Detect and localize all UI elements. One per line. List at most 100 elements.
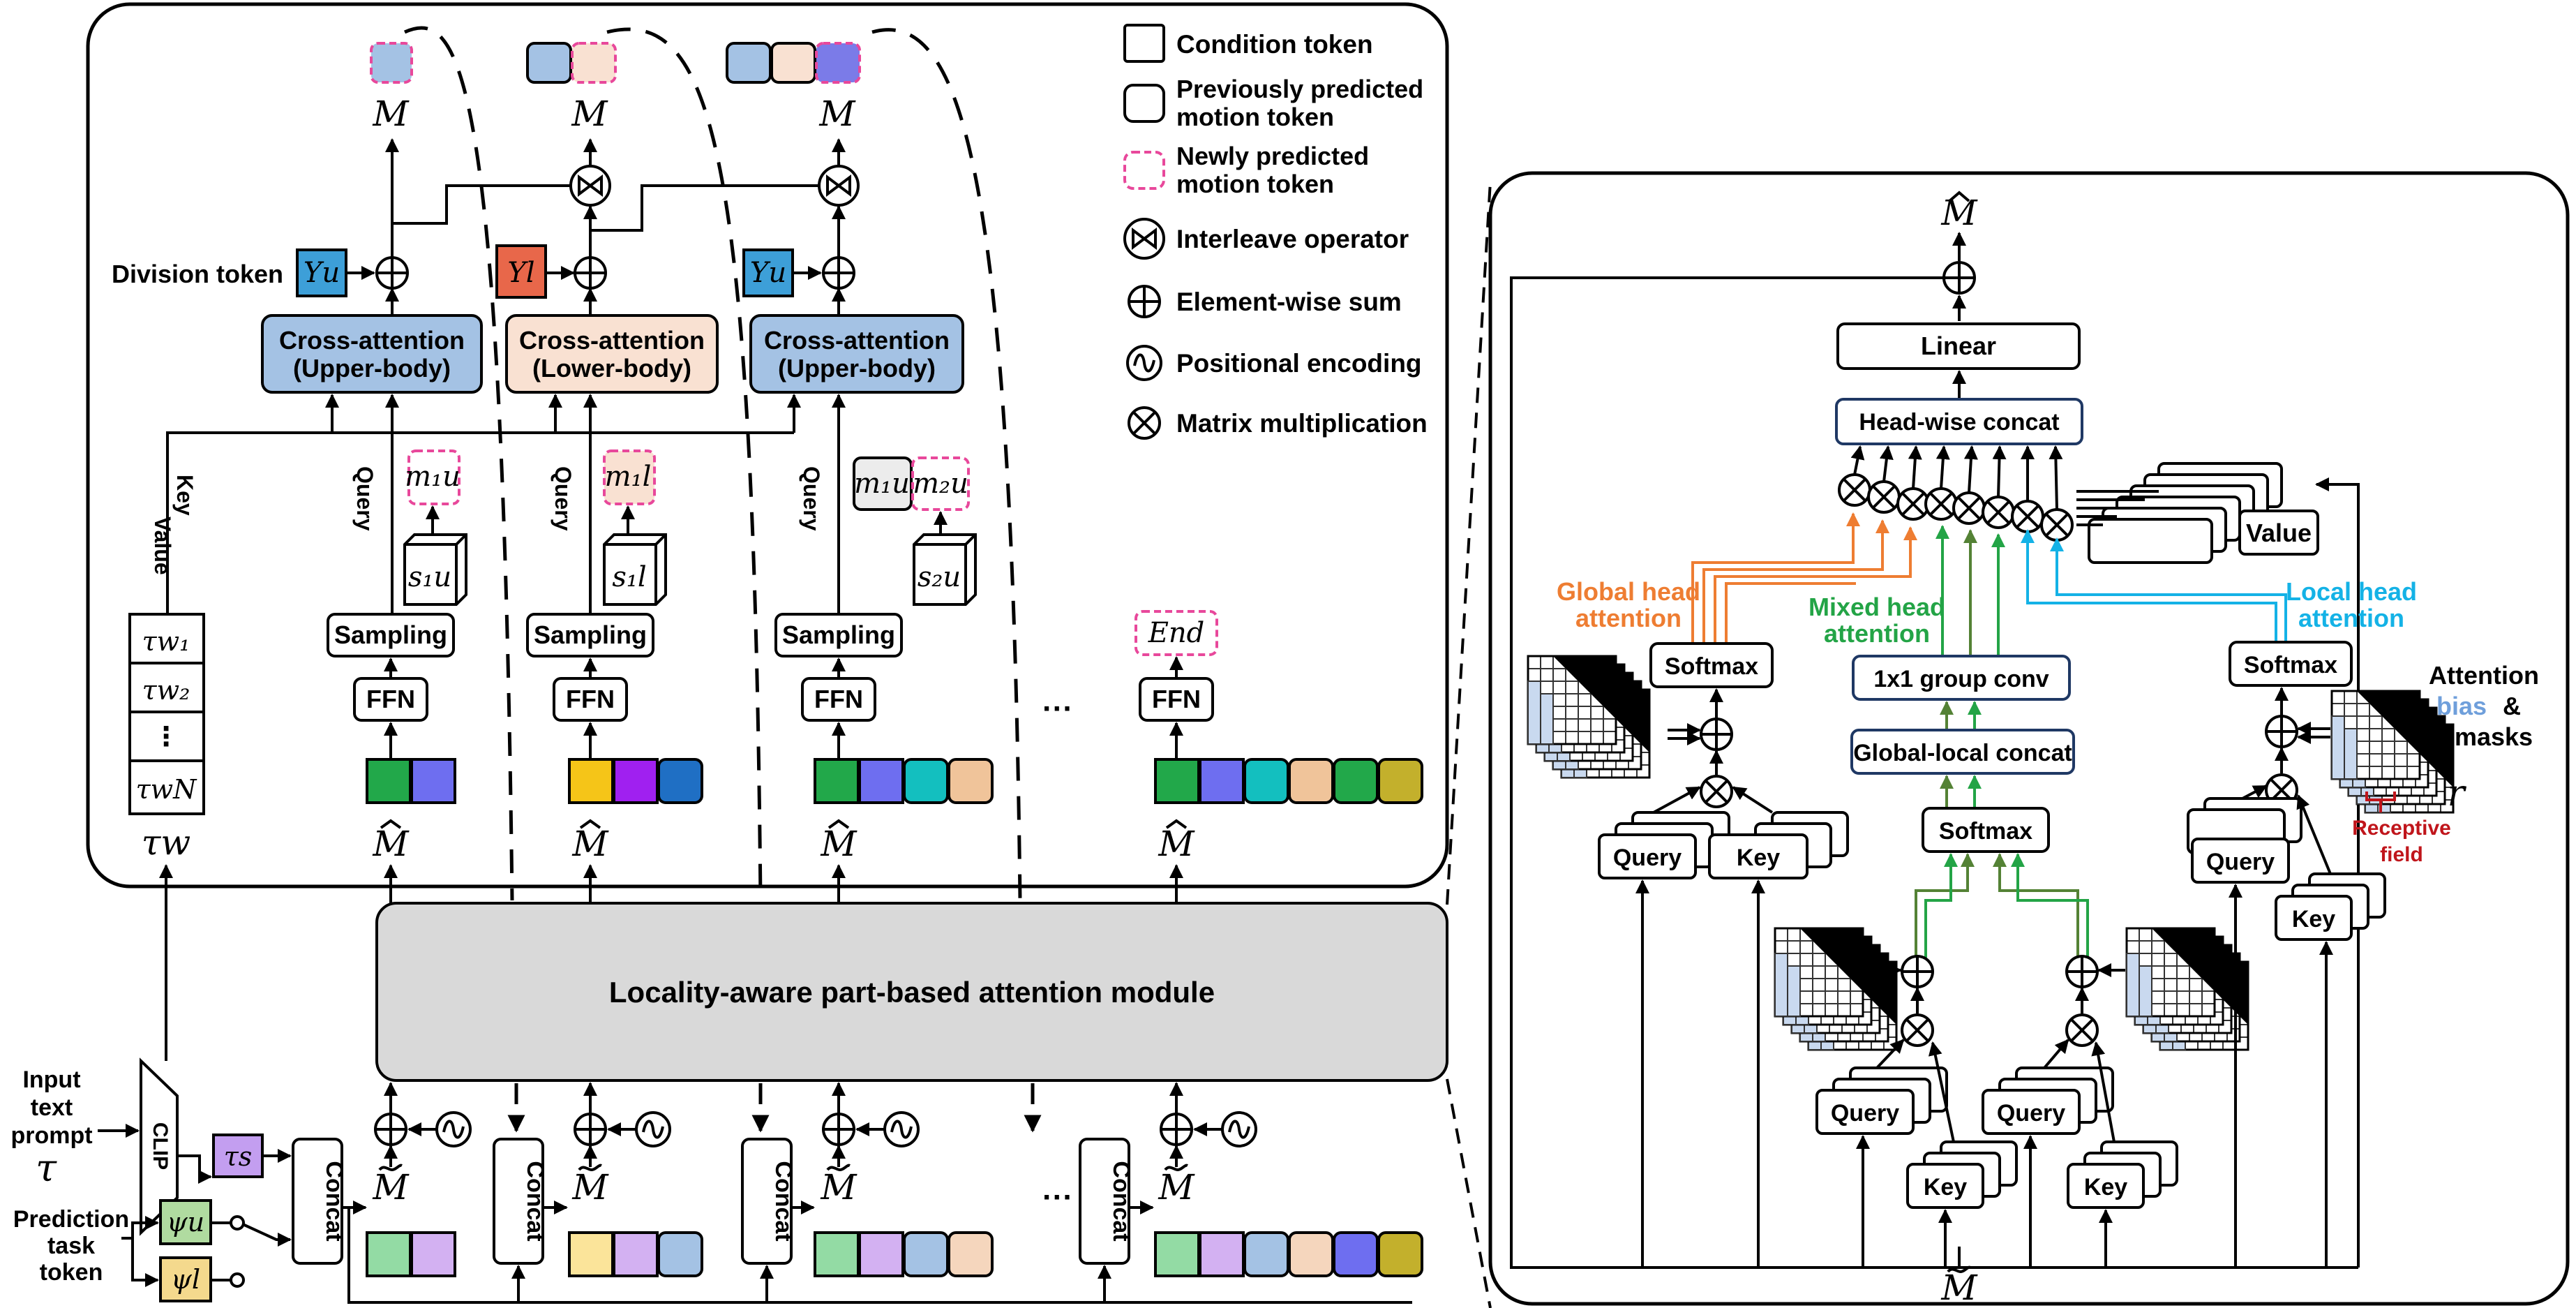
Mhat-right: M [1940, 193, 1978, 233]
psi-l: ψl [171, 1264, 200, 1295]
ca-upper-2-l2: (Upper-body) [778, 354, 936, 382]
key-label: Key [172, 475, 197, 516]
query-global: Query [1613, 845, 1682, 871]
receptive-label-1: Receptive [2352, 817, 2451, 840]
matmul-icon [1128, 406, 1161, 440]
legend-elementwise: Element-wise sum [1176, 288, 1402, 316]
legend-new-motion-2: motion token [1176, 170, 1334, 198]
Mtilde-right: M [1940, 1268, 1978, 1308]
pred-label-3: token [40, 1259, 103, 1286]
legend-matmul: Matrix multiplication [1176, 409, 1428, 438]
m1l-token: m₁l [605, 461, 652, 493]
tau-w1: τw₁ [142, 626, 190, 657]
legend-prev-motion-1: Previously predicted [1176, 75, 1423, 103]
cross-attention-blocks: Cross-attention (Upper-body) Cross-atten… [261, 288, 964, 394]
value-label: Value [150, 516, 175, 575]
input-encoding: CLIP Input text prompt τ τs Prediction t… [10, 864, 292, 1302]
psi-u: ψu [167, 1207, 204, 1238]
softmax-local: Softmax [2244, 652, 2337, 678]
mixed-label-2: attention [1824, 619, 1930, 648]
key-value-path: Value Key [150, 394, 801, 614]
legend-interleave: Interleave operator [1176, 225, 1409, 253]
headwise-concat-box: Head-wise concat [1859, 409, 2059, 436]
receptive-label-2: field [2380, 843, 2423, 866]
pred-label-1: Prediction [13, 1206, 129, 1233]
ffn-3: FFN [814, 685, 863, 713]
tau-wN: τwN [136, 774, 198, 805]
m2u-token: m₂u [913, 468, 968, 500]
Mtilde-4: M [1158, 1167, 1195, 1207]
legend-positional: Positional encoding [1176, 349, 1422, 378]
output-tokens: M M M [370, 42, 861, 134]
tau-input: τ [36, 1146, 57, 1190]
ffn-2: FFN [566, 685, 615, 713]
module-label: Locality-aware part-based attention modu… [609, 976, 1215, 1009]
query-mixed-1: Query [1831, 1100, 1899, 1127]
query-label-3: Query [799, 466, 824, 531]
upsilon-u-2: Υu [750, 257, 786, 289]
sampling-3: Sampling [782, 620, 895, 649]
s2u-cube: s₂u [918, 561, 961, 593]
upsilon-l: Υl [507, 257, 534, 289]
autoregressive-arcs [403, 26, 1022, 901]
tau-w2: τw₂ [142, 675, 190, 706]
masks-label: masks [2455, 722, 2533, 751]
attention-label: Attention [2429, 661, 2539, 690]
sampling-1: Sampling [334, 620, 447, 649]
M-output-1: M [372, 94, 410, 134]
query-label-2: Query [551, 466, 576, 531]
bias-label: bias [2436, 692, 2487, 720]
mixed-head: Mixed head attention 1x1 group conv Glob… [1775, 525, 2248, 1268]
gl-concat-box: Global-local concat [1853, 740, 2072, 766]
attention-module-box [375, 902, 1448, 1082]
Mhat-2: M [571, 824, 609, 864]
key-local: Key [2292, 906, 2335, 932]
Mtilde-2: M [571, 1167, 609, 1207]
legend-condition: Condition token [1176, 30, 1373, 59]
input-label-3: prompt [10, 1122, 92, 1149]
global-head: Global head attention Softmax Query Key [1528, 512, 1917, 1268]
Mhat-3: M [820, 824, 858, 864]
ca-lower-l2: (Lower-body) [532, 354, 691, 382]
end-token: End [1148, 617, 1205, 649]
motion-token-rows: M M M M [366, 758, 1423, 903]
input-label-2: text [31, 1094, 73, 1121]
query-label-1: Query [352, 466, 377, 531]
s1u-cube: s₁u [408, 561, 451, 593]
local-label-2: attention [2298, 604, 2404, 632]
concat-4: Concat [1108, 1161, 1135, 1241]
key-mixed-1: Key [1924, 1174, 1967, 1201]
ellipsis-bottom: ··· [1042, 1180, 1073, 1214]
r-label: r [2448, 773, 2467, 815]
text-token-stack: τw₁ τw₂ ⋮ τwN τw [128, 613, 205, 863]
legend-new-motion-1: Newly predicted [1176, 142, 1369, 170]
Mtilde-1: M [372, 1167, 410, 1207]
head-matmul-row: Value Value [1838, 445, 2360, 1268]
ca-upper-1-l1: Cross-attention [279, 326, 465, 355]
m1u-prev-token: m₁u [854, 468, 910, 500]
module-inputs: M M M M Concat Concat Concat [292, 1082, 1423, 1304]
ffn-1: FFN [366, 685, 415, 713]
s1l-cube: s₁l [612, 561, 646, 593]
local-label-1: Local head [2286, 577, 2417, 606]
M-output-2: M [571, 94, 608, 134]
ca-lower-l1: Cross-attention [519, 326, 705, 355]
key-global: Key [1737, 845, 1780, 871]
Mhat-4: M [1158, 824, 1195, 864]
global-label-1: Global head [1557, 577, 1700, 606]
ellipsis-top: ··· [1042, 692, 1073, 726]
query-local: Query [2206, 849, 2275, 875]
M-output-3: M [818, 94, 856, 134]
decoder-panel [86, 2, 1449, 889]
concat-3: Concat [770, 1161, 797, 1241]
tau-s: τs [224, 1141, 253, 1172]
division-stage: Division token Υu Υl Υu [112, 138, 860, 299]
sampling-ffn-stacks: Sampling FFN Sampling FFN Sampling FFN ·… [327, 610, 1218, 758]
local-head: Local head attention Softmax Attention b… [2021, 529, 2539, 1268]
legend: Condition token Previously predicted mot… [1123, 24, 1428, 440]
tau-w: τw [142, 822, 190, 863]
mixed-label-1: Mixed head [1809, 593, 1945, 621]
ca-upper-2-l1: Cross-attention [764, 326, 950, 355]
ffn-end: FFN [1152, 685, 1201, 713]
